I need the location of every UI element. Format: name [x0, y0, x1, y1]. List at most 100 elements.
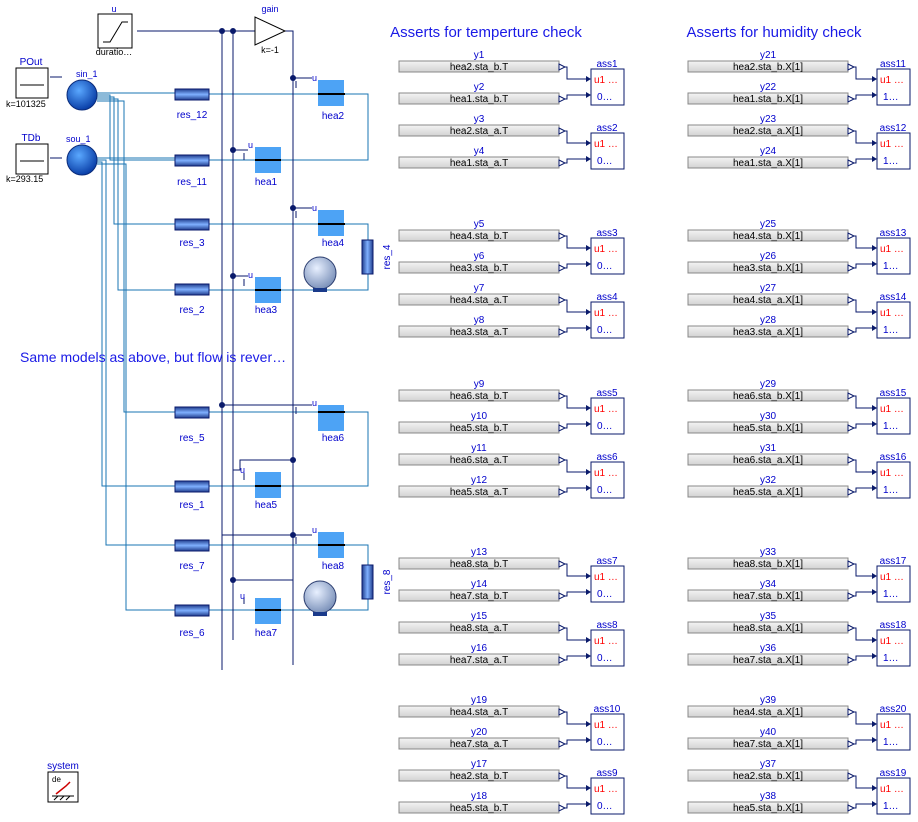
res-8[interactable]: res_8 — [361, 564, 393, 600]
svg-text:hea8: hea8 — [322, 561, 345, 572]
input-arrow — [586, 156, 591, 162]
svg-text:de: de — [52, 775, 61, 784]
output-arrow — [558, 264, 567, 272]
assert-block[interactable] — [590, 397, 625, 435]
assert-block[interactable] — [876, 629, 911, 667]
output-arrow — [847, 772, 856, 780]
assert-block[interactable] — [876, 777, 911, 815]
assert-value: 0… — [597, 261, 613, 272]
output-arrow — [558, 424, 567, 432]
assert-block[interactable] — [590, 68, 625, 106]
assert-block[interactable] — [590, 777, 625, 815]
sin-boundary[interactable]: sin_1 — [66, 69, 98, 111]
assert-group: y25hea4.sta_b.X[1]y26hea3.sta_b.X[1]ass1… — [687, 219, 911, 275]
output-arrow — [558, 624, 567, 632]
assert-name: ass12 — [880, 123, 907, 134]
assert-value: 0… — [597, 653, 613, 664]
res-1[interactable]: res_1 — [174, 480, 210, 511]
signal-expression: hea5.sta_b.T — [450, 803, 508, 814]
assert-block[interactable] — [590, 301, 625, 339]
res-5[interactable]: res_5 — [174, 406, 210, 444]
assert-block[interactable] — [876, 461, 911, 499]
output-arrow — [558, 592, 567, 600]
res-7[interactable]: res_7 — [174, 539, 210, 572]
gain-block[interactable]: gain k=-1 — [254, 4, 287, 55]
output-arrow — [558, 488, 567, 496]
input-arrow — [586, 653, 591, 659]
assert-block[interactable] — [876, 237, 911, 275]
res-2[interactable]: res_2 — [174, 283, 210, 316]
assert-value: 0… — [597, 485, 613, 496]
assert-name: ass6 — [596, 452, 618, 463]
system-block[interactable]: de system — [47, 761, 79, 803]
output-arrow — [558, 804, 567, 812]
output-arrow — [847, 656, 856, 664]
assert-block[interactable] — [590, 237, 625, 275]
output-arrow — [847, 392, 856, 400]
signal-expression: hea7.sta_a.T — [450, 739, 508, 750]
input-arrow — [872, 421, 877, 427]
signal-name-label: y14 — [471, 579, 488, 590]
signal-expression: hea5.sta_a.X[1] — [733, 487, 803, 498]
assert-block[interactable] — [876, 565, 911, 603]
assert-block[interactable] — [590, 132, 625, 170]
assert-block[interactable] — [590, 565, 625, 603]
assert-input-label: u1 … — [880, 75, 904, 86]
signal-expression: hea1.sta_b.T — [450, 94, 508, 105]
res-11[interactable]: res_11 — [174, 154, 210, 188]
input-arrow — [872, 469, 877, 475]
tdb-block[interactable]: TDb k=293.15 — [6, 133, 49, 184]
input-arrow — [872, 261, 877, 267]
output-arrow — [847, 328, 856, 336]
ramp-block[interactable]: u duratio… — [96, 4, 133, 57]
res-3[interactable]: res_3 — [174, 218, 210, 249]
input-arrow — [872, 737, 877, 743]
assert-block[interactable] — [876, 132, 911, 170]
signal-name-label: y33 — [760, 547, 777, 558]
input-arrow — [586, 573, 591, 579]
signal-wire — [559, 627, 589, 641]
svg-text:k=293.15: k=293.15 — [6, 174, 43, 184]
input-arrow — [872, 589, 877, 595]
volume-sphere[interactable] — [303, 256, 337, 292]
input-arrow — [872, 801, 877, 807]
res-6[interactable]: res_6 — [174, 604, 210, 639]
assert-block[interactable] — [876, 713, 911, 751]
res-12[interactable]: res_12 — [174, 88, 210, 121]
assert-block[interactable] — [876, 397, 911, 435]
signal-wire — [848, 130, 875, 144]
res-4[interactable]: res_4 — [361, 239, 393, 275]
output-arrow — [558, 656, 567, 664]
assert-block[interactable] — [590, 713, 625, 751]
input-arrow — [586, 737, 591, 743]
assert-block[interactable] — [876, 301, 911, 339]
assert-name: ass14 — [880, 292, 907, 303]
assert-input-label: u1 … — [594, 784, 618, 795]
assert-block[interactable] — [590, 461, 625, 499]
signal-name-label: y6 — [474, 251, 485, 262]
assert-block[interactable] — [876, 68, 911, 106]
pout-block[interactable]: POut k=101325 — [6, 57, 49, 109]
assert-name: ass9 — [596, 768, 618, 779]
output-arrow — [847, 708, 856, 716]
input-arrow — [872, 309, 877, 315]
volume-sphere[interactable] — [303, 580, 337, 616]
assert-name: ass17 — [880, 556, 907, 567]
signal-wire — [559, 395, 589, 409]
sou-boundary[interactable]: sou_1 — [66, 134, 98, 176]
assert-block[interactable] — [590, 629, 625, 667]
input-arrow — [872, 140, 877, 146]
signal-name-label: y3 — [474, 114, 485, 125]
